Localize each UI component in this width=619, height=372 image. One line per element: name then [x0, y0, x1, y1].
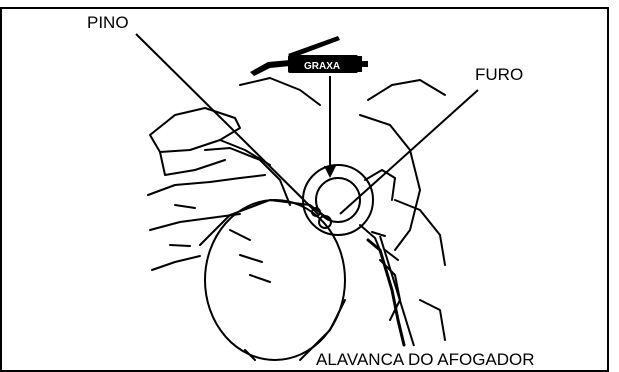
choke-lever-label: ALAVANCA DO AFOGADOR — [316, 351, 535, 368]
pin-label: PINO — [87, 14, 129, 31]
hole-label: FURO — [475, 66, 523, 83]
grease-label: GRAXA — [304, 61, 340, 72]
